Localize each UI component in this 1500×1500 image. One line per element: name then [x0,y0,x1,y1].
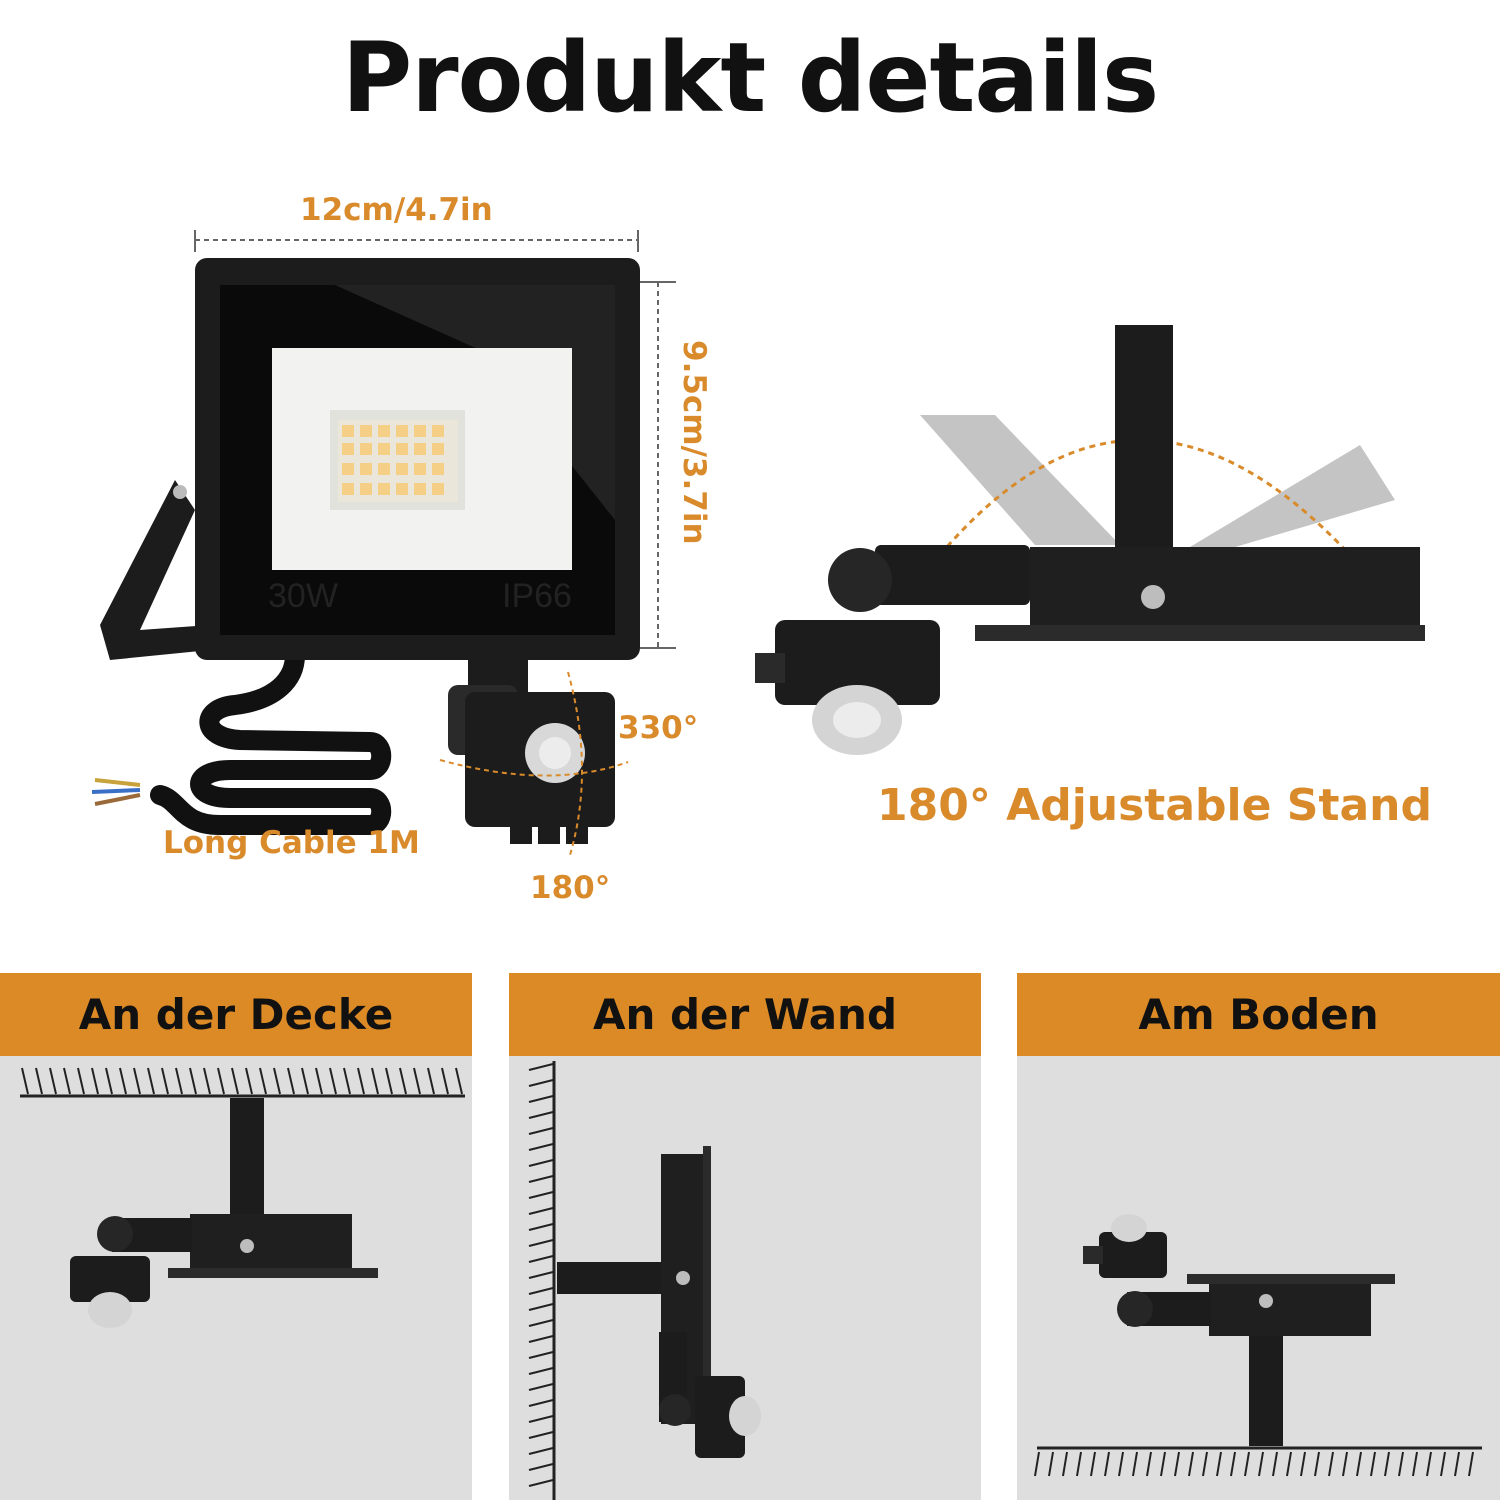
ceiling-mount-illustration [20,1067,465,1328]
floor-mount-title: Am Boden [1017,973,1500,1056]
ceiling-mount-panel: An der Decke [0,973,472,1500]
power-rating-label: 30W [268,577,338,615]
cable-length-label: Long Cable 1M [163,825,420,861]
vertical-rotation-label: 180° [530,870,611,906]
ip-rating-label: IP66 [502,577,572,615]
ceiling-mount-title: An der Decke [0,973,472,1056]
adjustable-stand-illustration [755,325,1425,755]
floodlight-front-illustration [91,230,676,856]
adjustable-stand-label: 180° Adjustable Stand [877,780,1433,831]
width-dimension-label: 12cm/4.7in [300,192,493,228]
page-title: Produkt details [341,22,1159,134]
wall-mount-title: An der Wand [509,973,981,1056]
floor-mount-illustration [1034,1214,1482,1477]
wall-mount-illustration [528,1061,761,1500]
horizontal-rotation-label: 330° [618,710,699,746]
height-dimension-label: 9.5cm/3.7in [676,340,712,545]
floor-mount-panel: Am Boden [1017,973,1500,1500]
wall-mount-panel: An der Wand [509,973,981,1500]
